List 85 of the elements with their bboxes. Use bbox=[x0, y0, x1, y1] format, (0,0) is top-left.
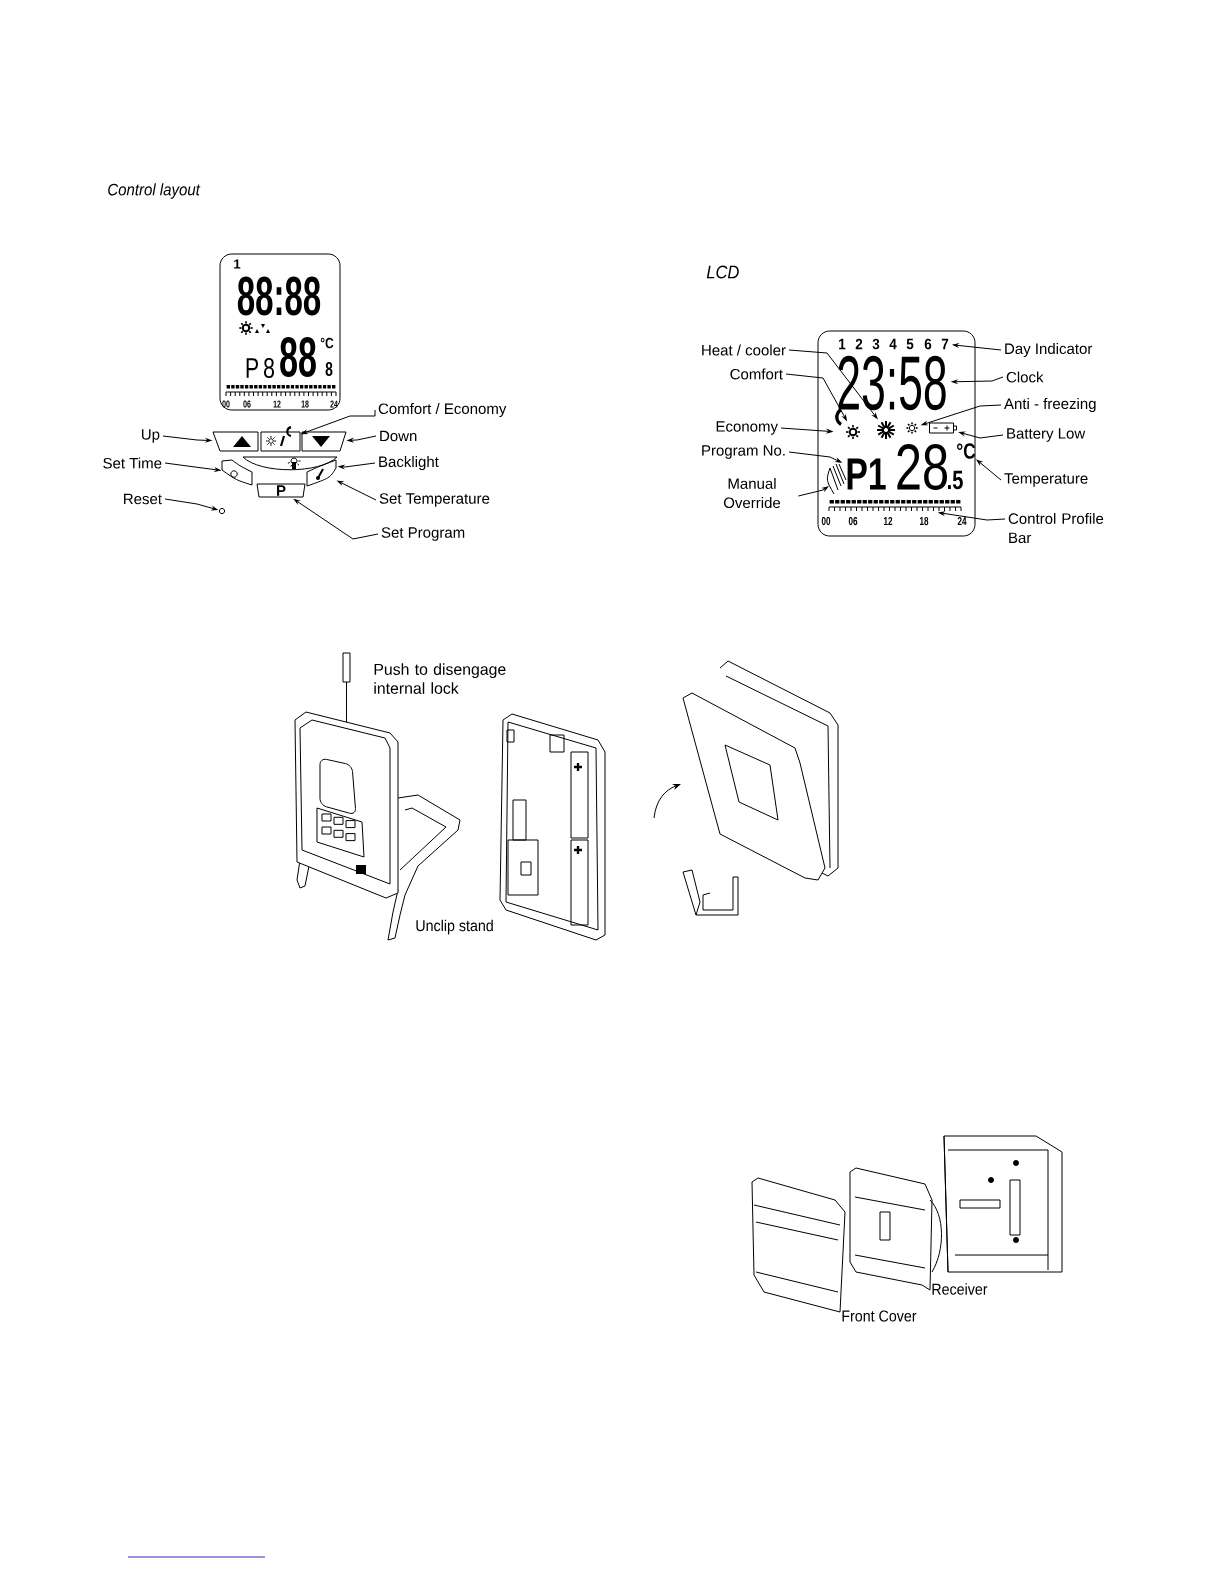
leader-line bbox=[338, 462, 376, 469]
day-number: 1 bbox=[839, 338, 846, 350]
battery-icon bbox=[929, 422, 957, 434]
part-label: Unclip stand bbox=[416, 919, 493, 935]
anti-freeze-icon bbox=[905, 421, 919, 435]
callout-label: Set Time bbox=[103, 457, 162, 469]
backlight-button bbox=[242, 456, 338, 471]
callout-label: Reset bbox=[124, 493, 162, 505]
lcd-digits: 88:88 bbox=[237, 276, 321, 316]
leader-line bbox=[959, 431, 1004, 439]
leader-line bbox=[797, 486, 829, 497]
lcd-digit: 8 bbox=[325, 361, 333, 377]
callout-label: Down bbox=[380, 430, 417, 442]
section-heading: LCD bbox=[706, 265, 739, 279]
callout-label: Comfort / Economy bbox=[378, 403, 507, 417]
clock-digits: 23:58 bbox=[838, 355, 946, 411]
set-time-button bbox=[221, 459, 253, 486]
leader-line bbox=[938, 511, 1006, 521]
day-number: 4 bbox=[889, 338, 897, 350]
leader-line bbox=[976, 459, 1002, 481]
part-label: Receiver bbox=[932, 1283, 988, 1295]
program-digits: P1 bbox=[847, 458, 886, 490]
tick-label: 00 bbox=[222, 400, 230, 408]
hand-icon bbox=[826, 463, 847, 495]
lcd-digit: P bbox=[246, 358, 258, 378]
day-number: 7 bbox=[941, 338, 949, 350]
callout-label: Anti - freezing bbox=[1004, 398, 1096, 412]
leader-line bbox=[788, 349, 878, 419]
callout-label: Set Temperature bbox=[379, 493, 490, 507]
tick-label: 06 bbox=[243, 400, 251, 408]
leader-line bbox=[952, 343, 1002, 351]
tick-label: 06 bbox=[848, 516, 858, 526]
callout-label: Day Indicator bbox=[1005, 343, 1093, 357]
temperature-digits: 28 bbox=[897, 444, 947, 490]
callout-label: Set Program bbox=[381, 527, 465, 541]
section-heading: Control layout bbox=[108, 183, 201, 199]
comfort-economy-button bbox=[260, 426, 301, 452]
comfort-icon bbox=[845, 424, 861, 440]
leader-line bbox=[164, 498, 218, 511]
leader-line bbox=[301, 409, 376, 435]
set-program-button: P bbox=[256, 483, 306, 498]
tick-label: 00 bbox=[821, 516, 831, 526]
day-number: 5 bbox=[906, 338, 914, 350]
profile-bar bbox=[828, 500, 962, 512]
snowflake-icon bbox=[876, 420, 896, 440]
callout-label: Economy bbox=[716, 421, 778, 435]
tick-label: 24 bbox=[957, 516, 967, 526]
lcd-unit: °C bbox=[320, 337, 334, 349]
callout-label: Temperature bbox=[1004, 473, 1088, 487]
lcd-digits: 88 bbox=[280, 336, 316, 378]
part-label: Front Cover bbox=[842, 1310, 917, 1322]
tick-label: 12 bbox=[273, 400, 281, 408]
leader-line bbox=[162, 435, 212, 443]
leader-line bbox=[785, 373, 847, 421]
leader-line bbox=[293, 499, 379, 540]
leader-line bbox=[347, 435, 377, 443]
callout-label: Battery Low bbox=[1007, 428, 1086, 442]
callout-label: Control Profile Bar bbox=[1008, 512, 1104, 544]
day-number: 3 bbox=[872, 338, 880, 350]
lcd-digit: 1 bbox=[234, 259, 241, 269]
leader-line bbox=[337, 480, 377, 501]
down-button bbox=[301, 431, 347, 452]
day-number: 2 bbox=[855, 338, 863, 350]
callout-label: Program No. bbox=[702, 445, 785, 459]
callout-label: Manual Override bbox=[723, 477, 781, 509]
callout-label: Backlight bbox=[379, 456, 439, 470]
leader-line bbox=[788, 451, 842, 463]
callout-label: Heat / cooler bbox=[702, 344, 786, 356]
reset-hole bbox=[218, 507, 226, 515]
lcd-digit: .5 bbox=[948, 470, 963, 490]
instruction-text: Push to disengage internal lock bbox=[374, 663, 506, 694]
callout-label: Up bbox=[142, 429, 160, 443]
leader-line bbox=[951, 376, 1004, 384]
leader-line bbox=[921, 404, 1002, 426]
leader-line bbox=[780, 427, 833, 434]
leader-line bbox=[164, 462, 221, 472]
day-number: 6 bbox=[924, 338, 932, 350]
callout-label: Comfort bbox=[730, 368, 783, 380]
up-button bbox=[212, 431, 259, 452]
tick-label: 24 bbox=[330, 400, 338, 408]
lcd-digit: 8 bbox=[264, 357, 274, 379]
lcd-unit: °C bbox=[957, 443, 976, 459]
callout-label: Clock bbox=[1006, 371, 1044, 383]
tick-label: 18 bbox=[301, 400, 309, 408]
set-temperature-button bbox=[306, 459, 337, 487]
